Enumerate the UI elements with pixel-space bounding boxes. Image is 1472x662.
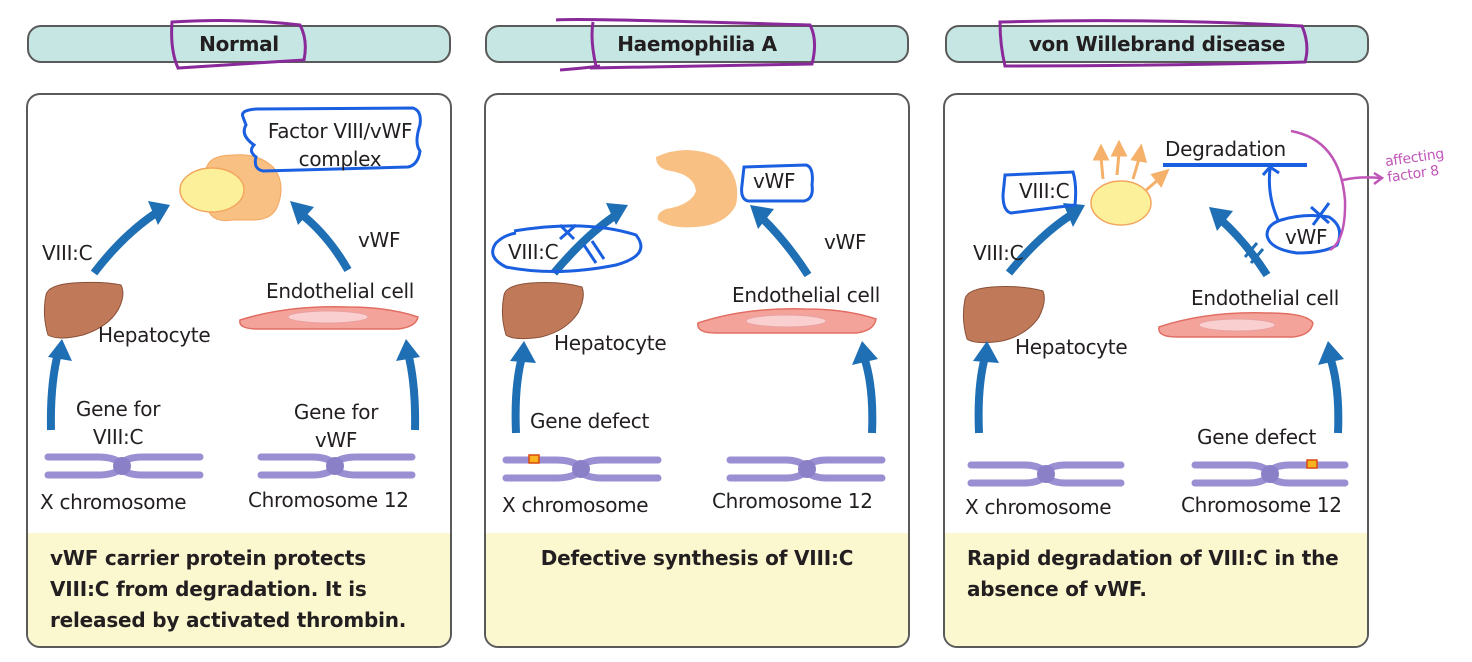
label-gene-left: Gene for VIII:C bbox=[75, 397, 161, 449]
degradation-arrows-icon bbox=[1092, 139, 1170, 193]
handwritten-block-mark bbox=[582, 240, 606, 264]
panel-normal: Factor VIII/vWF complex VIII:C vWF Endot… bbox=[26, 93, 452, 648]
label-viiic: VIII:C bbox=[508, 240, 559, 264]
label-chromosome-12: Chromosome 12 bbox=[712, 489, 873, 513]
arrowhead bbox=[973, 341, 999, 363]
arrow-gene-to-hepatocyte bbox=[46, 352, 62, 431]
label-x-chromosome: X chromosome bbox=[502, 493, 649, 517]
caption-von-willebrand: Rapid degradation of VIII:C in the absen… bbox=[945, 533, 1367, 646]
label-x-chromosome: X chromosome bbox=[965, 495, 1112, 519]
label-viiic: VIII:C bbox=[42, 241, 93, 265]
label-vwf: vWF bbox=[1285, 225, 1328, 249]
label-degradation: Degradation bbox=[1165, 137, 1286, 161]
header-title: von Willebrand disease bbox=[1028, 32, 1286, 56]
chromosome-12-icon bbox=[726, 456, 886, 482]
label-viiic-boxed: VIII:C bbox=[1019, 179, 1070, 203]
arrow-gene-to-endothelial bbox=[404, 352, 420, 431]
label-gene-right: Gene for vWF bbox=[293, 400, 379, 452]
arrow-vwf-to-shape bbox=[758, 214, 812, 278]
arrow-gene-to-endothelial bbox=[1326, 355, 1343, 434]
vwf-protein-shape bbox=[656, 150, 738, 228]
viiic-protein-shape bbox=[1090, 180, 1152, 226]
label-endothelial: Endothelial cell bbox=[732, 283, 880, 307]
header-title: Haemophilia A bbox=[617, 32, 777, 56]
arrow-vwf-to-complex bbox=[297, 209, 352, 272]
arrowhead bbox=[1209, 207, 1233, 231]
header-normal: Normal bbox=[27, 25, 451, 63]
x-chromosome-icon bbox=[967, 461, 1125, 487]
arrowhead bbox=[148, 201, 170, 225]
caption-normal: vWF carrier protein protects VIII:C from… bbox=[28, 533, 450, 646]
gene-defect-marker bbox=[528, 454, 540, 464]
arrowhead bbox=[396, 339, 420, 361]
label-vwf: vWF bbox=[358, 228, 401, 252]
arrow-vwf-blocked bbox=[1217, 215, 1271, 278]
label-complex: Factor VIII/vWF complex bbox=[267, 119, 413, 171]
arrow-viiic-to-complex bbox=[90, 209, 159, 276]
handwritten-x-mark bbox=[558, 223, 577, 241]
label-x-chromosome: X chromosome bbox=[40, 490, 187, 514]
label-vwf-top: vWF bbox=[753, 169, 796, 193]
panel-haemophilia-a: vWF VIII:C vWF Endothelial cell Hepatocy… bbox=[484, 93, 910, 648]
annotation-affecting-factor-8: affecting factor 8 bbox=[1384, 146, 1445, 186]
arrowhead bbox=[290, 201, 314, 225]
caption-haemophilia-a: Defective synthesis of VIII:C bbox=[486, 533, 908, 646]
arrowhead bbox=[852, 341, 878, 365]
handwritten-x-mark bbox=[1310, 202, 1331, 226]
handwritten-arrow-up bbox=[1261, 165, 1280, 221]
chromosome-12-icon bbox=[257, 453, 416, 479]
arrowhead bbox=[1063, 203, 1085, 227]
x-chromosome-icon bbox=[502, 456, 662, 482]
chromosome-12-icon bbox=[1191, 461, 1349, 487]
label-gene-defect: Gene defect bbox=[530, 409, 650, 433]
gene-defect-marker bbox=[1306, 459, 1318, 469]
arrowhead bbox=[750, 205, 774, 229]
arrowhead bbox=[48, 339, 72, 361]
header-title: Normal bbox=[199, 32, 279, 56]
arrowhead bbox=[1318, 341, 1344, 365]
arrow-gene-to-hepatocyte bbox=[511, 355, 526, 434]
panel-von-willebrand: Degradation VIII:C VIII:C vWF Endothelia… bbox=[943, 93, 1369, 648]
label-hepatocyte: Hepatocyte bbox=[98, 323, 211, 347]
arrow-gene-to-endothelial bbox=[860, 355, 877, 434]
block-mark bbox=[1243, 242, 1265, 264]
label-hepatocyte: Hepatocyte bbox=[1015, 335, 1128, 359]
endothelial-cell-icon bbox=[697, 308, 877, 334]
arrow-gene-to-hepatocyte bbox=[974, 355, 989, 434]
label-hepatocyte: Hepatocyte bbox=[554, 331, 667, 355]
arrowhead bbox=[606, 203, 628, 225]
header-haemophilia-a: Haemophilia A bbox=[485, 25, 909, 63]
header-von-willebrand: von Willebrand disease bbox=[945, 25, 1369, 63]
arrowhead bbox=[510, 341, 536, 363]
label-endothelial: Endothelial cell bbox=[266, 279, 414, 303]
endothelial-cell-icon bbox=[1158, 312, 1314, 338]
label-chromosome-12: Chromosome 12 bbox=[248, 488, 409, 512]
label-vwf: vWF bbox=[824, 230, 867, 254]
x-chromosome-icon bbox=[44, 453, 204, 479]
label-viiic: VIII:C bbox=[973, 241, 1024, 265]
label-gene-defect: Gene defect bbox=[1197, 425, 1317, 449]
label-endothelial: Endothelial cell bbox=[1191, 286, 1339, 310]
endothelial-cell-icon bbox=[239, 306, 419, 330]
arrow-viiic-blocked bbox=[550, 211, 619, 276]
viiic-protein-shape bbox=[179, 167, 245, 213]
label-chromosome-12: Chromosome 12 bbox=[1181, 493, 1342, 517]
